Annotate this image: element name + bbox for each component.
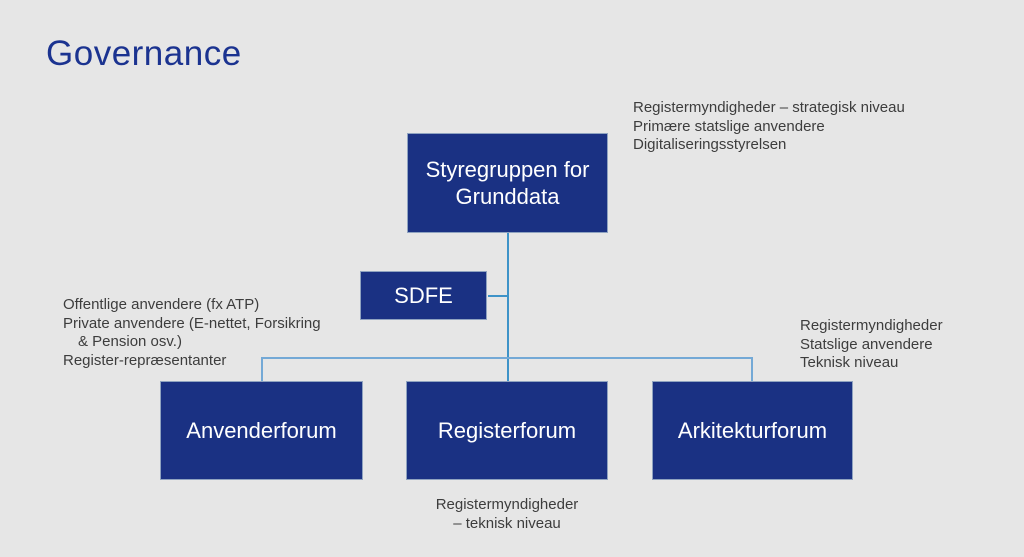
box-styregruppen-label-line2: Grunddata xyxy=(455,184,560,209)
annotation-arkitekturforum-deltagere: Registermyndigheder Statslige anvendere … xyxy=(800,317,943,373)
connector-sdfe-link xyxy=(488,295,507,297)
box-registerforum: Registerforum xyxy=(406,381,608,480)
connector-styregruppen-vertical xyxy=(507,233,509,381)
box-anvenderforum-label: Anvenderforum xyxy=(186,418,337,443)
connector-drop-anvenderforum xyxy=(261,357,263,381)
annotation-line: Teknisk niveau xyxy=(800,354,899,371)
page-title: Governance xyxy=(46,34,242,73)
annotation-line: Digitaliseringsstyrelsen xyxy=(633,136,787,153)
box-styregruppen-for-grunddata: Styregruppen for Grunddata xyxy=(407,133,608,233)
annotation-line: Registermyndigheder xyxy=(800,317,943,334)
annotation-line: Registermyndigheder – strategisk niveau xyxy=(633,99,905,116)
annotation-line: Register-repræsentanter xyxy=(63,351,227,369)
annotation-line: Offentlige anvendere (fx ATP) xyxy=(63,296,260,313)
box-arkitekturforum: Arkitekturforum xyxy=(652,381,853,480)
annotation-line: & Pension osv.) xyxy=(78,333,182,350)
box-sdfe-label: SDFE xyxy=(394,283,453,308)
box-registerforum-label: Registerforum xyxy=(437,418,577,443)
connector-horizontal-branch xyxy=(261,357,753,359)
annotation-line: Registermyndigheder xyxy=(435,496,579,513)
connector-drop-arkitekturforum xyxy=(751,357,753,381)
box-sdfe: SDFE xyxy=(360,271,487,320)
annotation-line: Private anvendere (E-nettet, Forsikring xyxy=(63,314,321,332)
annotation-anvenderforum-deltagere: Offentlige anvendere (fx ATP) Private an… xyxy=(63,296,321,370)
box-anvenderforum: Anvenderforum xyxy=(160,381,363,480)
annotation-line: Statslige anvendere xyxy=(800,335,933,353)
box-styregruppen-label-line1: Styregruppen for xyxy=(425,157,590,182)
annotation-strategisk-niveau: Registermyndigheder – strategisk niveau … xyxy=(633,99,905,155)
annotation-registerforum-niveau: Registermyndigheder – teknisk niveau xyxy=(406,496,608,533)
annotation-line: – teknisk niveau xyxy=(453,514,561,532)
annotation-line: Primære statslige anvendere xyxy=(633,117,825,135)
box-arkitekturforum-label: Arkitekturforum xyxy=(677,418,828,443)
